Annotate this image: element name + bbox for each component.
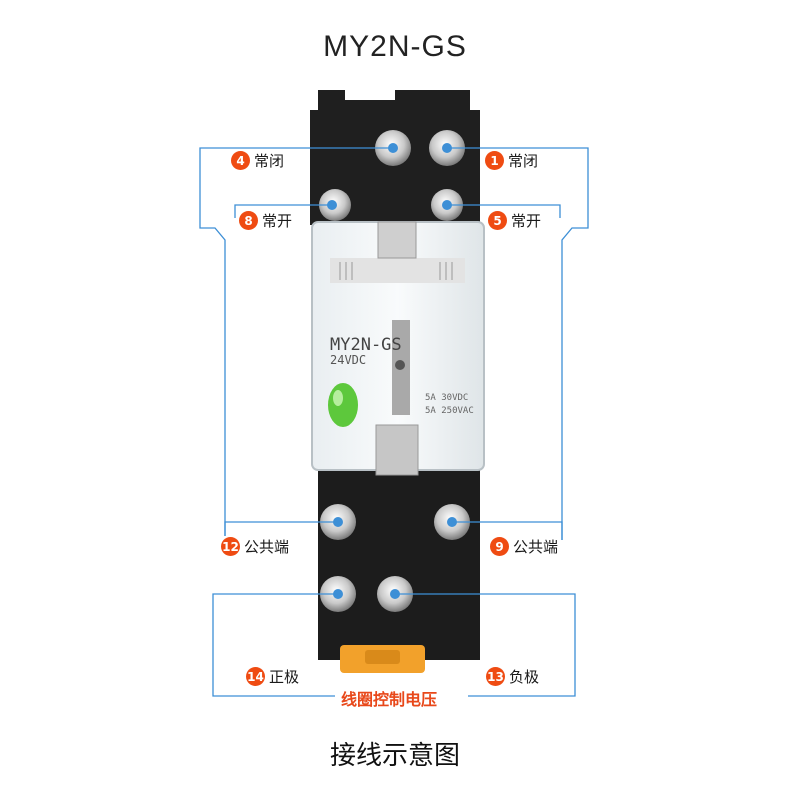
- relay-rating-ac: 5A 250VAC: [425, 406, 474, 416]
- terminal-label-4: 4 常闭: [228, 150, 288, 171]
- terminal-label-14: 14 正极: [243, 666, 303, 687]
- diagram-caption: 接线示意图: [329, 741, 460, 771]
- terminal-label-12: 12 公共端: [218, 536, 293, 557]
- terminal-text-12: 公共端: [244, 538, 290, 556]
- terminal-label-8: 8 常开: [236, 210, 296, 231]
- relay-rating-dc: 5A 30VDC: [425, 393, 468, 403]
- terminal-number-1: 1: [485, 151, 504, 170]
- terminal-label-5: 5 常开: [485, 210, 545, 231]
- terminal-text-9: 公共端: [513, 538, 559, 556]
- terminal-text-5: 常开: [511, 212, 542, 230]
- page-title: MY2N-GS: [323, 30, 467, 63]
- terminal-number-4: 4: [231, 151, 250, 170]
- terminal-label-1: 1 常闭: [482, 150, 542, 171]
- terminal-text-4: 常闭: [254, 152, 285, 170]
- terminal-label-9: 9 公共端: [487, 536, 562, 557]
- terminal-number-5: 5: [488, 211, 507, 230]
- relay-model-text: MY2N-GS: [330, 335, 402, 355]
- terminal-label-13: 13 负极: [483, 666, 543, 687]
- terminal-number-9: 9: [490, 537, 509, 556]
- terminal-text-8: 常开: [262, 212, 293, 230]
- wiring-lines: [199, 147, 589, 697]
- terminal-text-14: 正极: [269, 668, 300, 686]
- coil-voltage-label: 线圈控制电压: [335, 686, 444, 710]
- terminal-number-13: 13: [486, 667, 505, 686]
- terminal-text-1: 常闭: [508, 152, 539, 170]
- terminal-number-14: 14: [246, 667, 265, 686]
- relay-voltage-text: 24VDC: [330, 353, 366, 367]
- terminal-number-12: 12: [221, 537, 240, 556]
- relay-cover: [311, 221, 485, 476]
- terminal-number-8: 8: [239, 211, 258, 230]
- terminal-text-13: 负极: [509, 668, 540, 686]
